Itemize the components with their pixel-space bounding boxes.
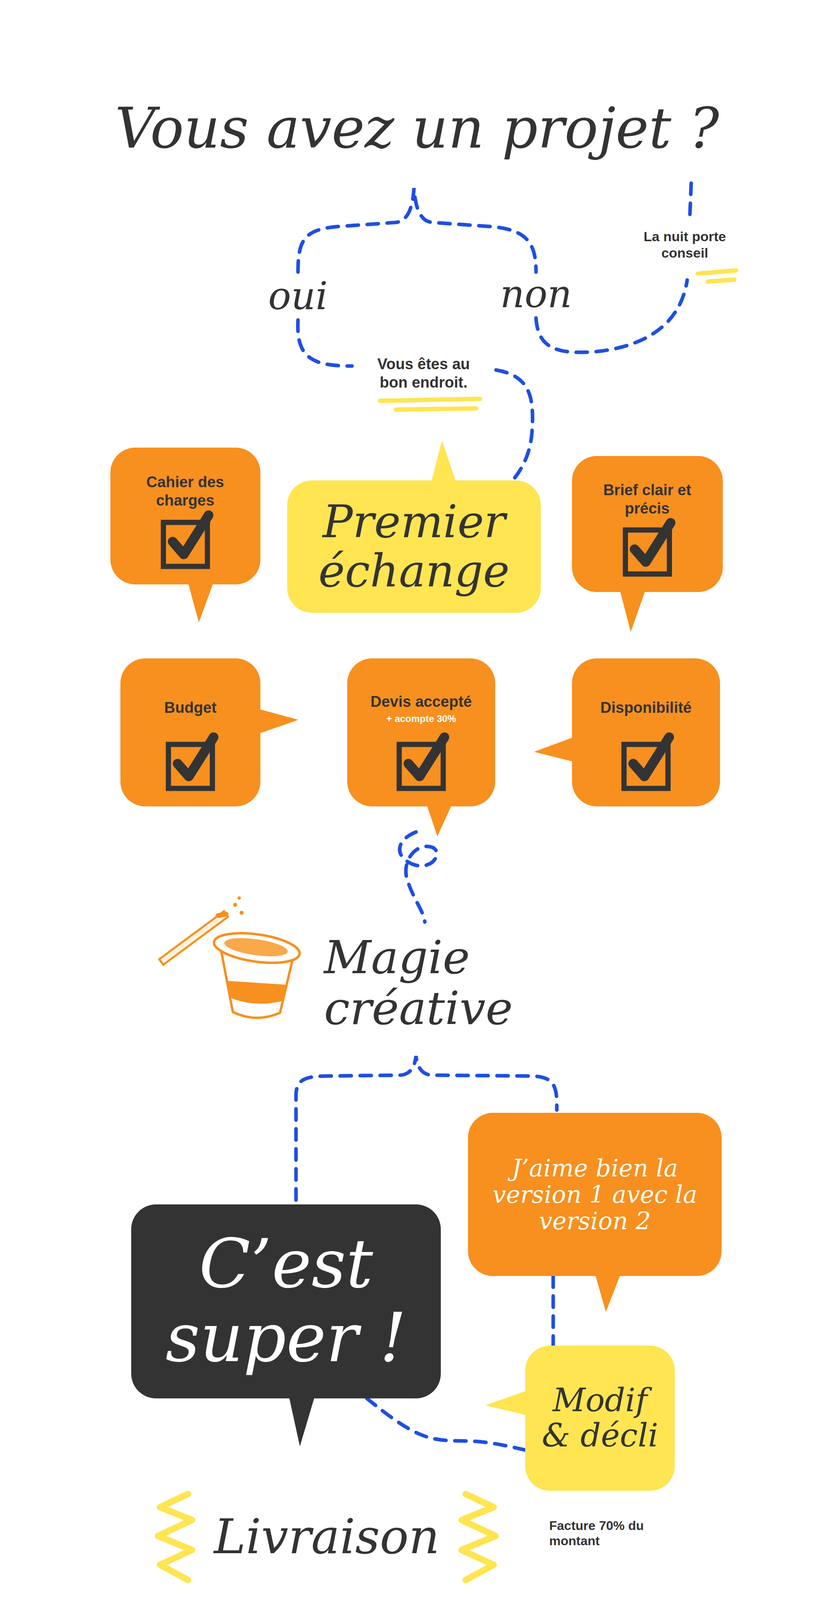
node-text: Cahier des charges bbox=[125, 473, 246, 510]
wand-tip bbox=[218, 914, 226, 916]
underline bbox=[698, 270, 736, 274]
zigzag bbox=[158, 1494, 496, 1580]
node-text: Brief clair et précis bbox=[587, 481, 708, 518]
speech-bubble: Premier échange bbox=[287, 480, 541, 613]
node-text: Premier échange bbox=[302, 497, 526, 596]
underline bbox=[396, 408, 476, 410]
branch-label: non bbox=[500, 273, 572, 316]
step-label: Magie créative bbox=[324, 932, 548, 1034]
magic-hat-icon bbox=[159, 896, 302, 1018]
hat-opening bbox=[223, 934, 289, 960]
bubble-body bbox=[572, 658, 720, 807]
bubble-tail bbox=[257, 708, 299, 734]
bubble-tail bbox=[619, 588, 646, 632]
check-mark bbox=[172, 515, 209, 555]
dashed-connector bbox=[551, 1276, 556, 1346]
check-mark bbox=[408, 737, 445, 777]
bubble-body bbox=[110, 447, 261, 585]
step-label: Livraison bbox=[214, 1510, 440, 1564]
bubble-body bbox=[468, 1112, 722, 1276]
sparkle bbox=[239, 910, 244, 915]
node-text: Disponibilité bbox=[600, 698, 692, 718]
bubble-body bbox=[572, 456, 723, 592]
dashed-path bbox=[689, 183, 692, 222]
check-mark bbox=[633, 737, 670, 777]
hat-band bbox=[226, 980, 288, 1004]
checklist-bubble: Disponibilité bbox=[572, 658, 720, 807]
note: La nuit porte conseil bbox=[634, 228, 735, 262]
checklist-bubble: Budget bbox=[120, 658, 261, 807]
checklist-bubble: Devis accepté+ acompte 30% bbox=[347, 658, 496, 807]
bubble-tail bbox=[430, 440, 457, 484]
bubble-tail bbox=[426, 803, 453, 837]
note: Vous êtes au bon endroit. bbox=[365, 355, 482, 392]
zigzag bbox=[158, 1494, 192, 1580]
note: Facture 70% du montant bbox=[549, 1518, 654, 1549]
sparkle bbox=[233, 902, 238, 907]
zigzag bbox=[461, 1494, 496, 1580]
bubble-tail bbox=[288, 1395, 316, 1447]
bubble-body bbox=[120, 658, 261, 807]
title: Vous avez un projet ? bbox=[0, 96, 834, 161]
bubble-tail bbox=[594, 1272, 622, 1312]
check-mark bbox=[177, 737, 214, 777]
checklist-bubble-shape bbox=[110, 447, 261, 585]
checklist-bubble: Brief clair et précis bbox=[572, 456, 723, 592]
bubble-body bbox=[525, 1345, 675, 1491]
dashed-loop bbox=[399, 832, 437, 922]
branch-label: oui bbox=[268, 275, 328, 318]
hat-brim bbox=[212, 928, 302, 968]
bubble-body bbox=[287, 480, 541, 613]
node-text: C’est super ! bbox=[148, 1227, 424, 1376]
checklist-bubble-shape bbox=[572, 658, 720, 807]
bubble-tail bbox=[534, 736, 576, 762]
brace bbox=[298, 188, 536, 272]
dashed-path bbox=[496, 370, 533, 490]
node-subtext: + acompte 30% bbox=[386, 713, 456, 725]
bubble-body bbox=[131, 1204, 441, 1399]
underline bbox=[380, 398, 480, 401]
bubble-tail bbox=[485, 1390, 529, 1416]
underline bbox=[708, 279, 735, 282]
checklist-bubble-shape bbox=[572, 456, 723, 592]
checklist-bubble-shape bbox=[347, 658, 496, 807]
node-text: Devis accepté bbox=[370, 692, 472, 712]
bubble-tail bbox=[187, 581, 214, 623]
dashed-path bbox=[298, 320, 352, 366]
checklist-bubble: Cahier des charges bbox=[110, 447, 261, 585]
node-text: J’aime bien la version 1 avec la version… bbox=[480, 1154, 709, 1234]
check-mark bbox=[634, 522, 671, 562]
node-text: Budget bbox=[164, 698, 217, 718]
checklist-bubble-shape bbox=[120, 658, 261, 807]
speech-bubble: Modif & décli bbox=[525, 1345, 675, 1491]
speech-bubble: C’est super ! bbox=[131, 1204, 441, 1399]
sparkle bbox=[237, 896, 241, 900]
node-text: Modif & décli bbox=[536, 1382, 664, 1454]
speech-bubble: J’aime bien la version 1 avec la version… bbox=[468, 1112, 722, 1276]
bubble-body bbox=[347, 658, 496, 807]
